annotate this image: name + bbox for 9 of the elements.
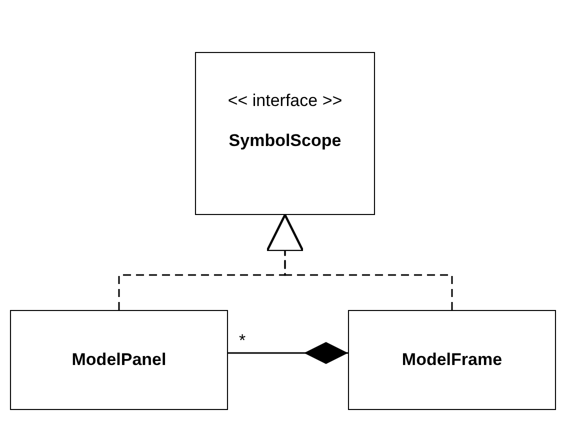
interface-box xyxy=(195,52,375,215)
class-name: ModelFrame xyxy=(402,350,502,370)
class-box xyxy=(10,310,228,410)
composition-line xyxy=(228,342,348,364)
class-box xyxy=(348,310,556,410)
stereotype-label: << interface >> xyxy=(228,91,342,111)
class-name: SymbolScope xyxy=(228,131,342,151)
class-name: ModelPanel xyxy=(72,350,166,370)
realization-arrow xyxy=(266,214,453,310)
